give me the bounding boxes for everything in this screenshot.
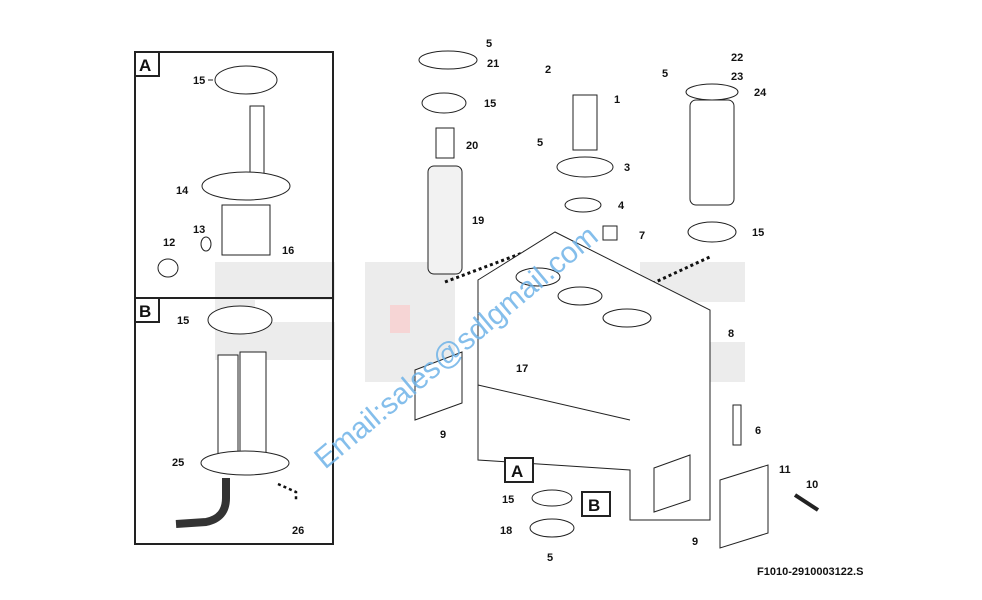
label: 15 [484,98,496,110]
label: 8 [728,328,734,340]
label: 15 [752,227,764,239]
inset-a: A 15 14 13 12 16 [134,51,334,299]
label: 15 [502,494,514,506]
label: 26 [292,525,304,537]
label: 5 [662,68,668,80]
label: 5 [486,38,492,50]
label: 10 [806,479,818,491]
label: 15 [193,75,205,87]
label: 2 [545,64,551,76]
label: 11 [779,464,791,476]
label: 23 [731,71,743,83]
label: 1 [614,94,620,106]
callout-b: B [588,496,600,515]
label: 14 [176,185,189,197]
inset-a-letter: A [139,56,151,75]
label: 12 [163,237,175,249]
label: 21 [487,58,499,70]
label: 16 [282,245,294,257]
label: 9 [692,536,698,548]
label: 3 [624,162,630,174]
label: 15 [177,315,189,327]
callout-a: A [511,462,523,481]
label: 4 [618,200,625,212]
label: 25 [172,457,184,469]
label: 5 [537,137,543,149]
label: 6 [755,425,761,437]
label: 13 [193,224,205,236]
main-assembly: A B 5 21 15 20 19 2 1 5 3 4 7 5 22 23 24… [414,38,820,564]
label: 5 [547,552,553,564]
label: 22 [731,52,743,64]
label: 18 [500,525,512,537]
diagram-code: F1010-2910003122.S [757,566,863,578]
label: 20 [466,140,478,152]
label: 24 [754,87,767,99]
label: 7 [639,230,645,242]
label: 9 [440,429,446,441]
label: 19 [472,215,484,227]
inset-b-letter: B [139,302,151,321]
label: 17 [516,363,528,375]
inset-b: B 15 25 26 [134,297,334,545]
